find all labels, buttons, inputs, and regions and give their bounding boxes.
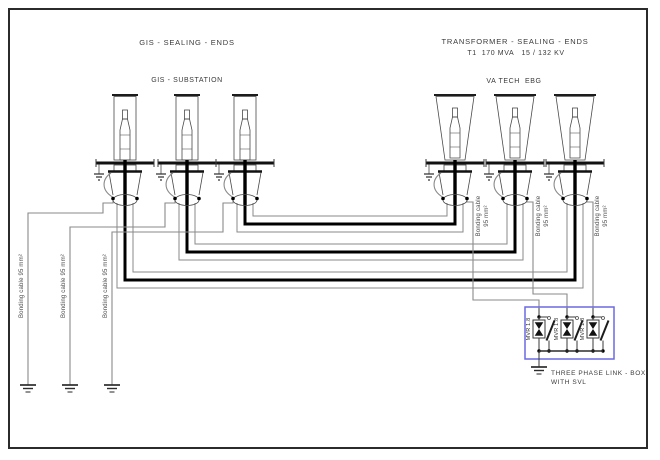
- bonding-cable-gis3: [111, 198, 234, 385]
- transformer-sealing-ends-title: TRANSFORMER - SEALING - ENDS: [442, 37, 589, 46]
- bonding-label-tr1-line2: 95 mm²: [484, 205, 490, 227]
- earth-symbol-gis3: [103, 384, 121, 393]
- bonding-cable-gis1: [27, 198, 114, 385]
- link-box: MVR 1.8 MVR 1.8 MVR 1.8 THREE PHASE LINK…: [524, 306, 646, 386]
- page-border: [8, 8, 648, 449]
- bonding-label-left-3: Bonding cable 95 mm²: [103, 254, 109, 318]
- bonding-label-tr3-line2: 95 mm²: [603, 205, 609, 227]
- earth-symbol-link-box: [530, 366, 548, 375]
- gis-sealing-end-3: [212, 93, 276, 208]
- earth-symbol-gis2: [61, 384, 79, 393]
- transformer-sealing-end-1: [422, 93, 486, 208]
- svl-unit-1: [532, 307, 556, 354]
- transformer-rating-label: T1 170 MVA 15 / 132 KV: [467, 50, 564, 57]
- link-box-outline: [524, 306, 615, 360]
- gis-substation-label: GIS - SUBSTATION: [151, 77, 223, 84]
- bonding-label-tr2-line2: 95 mm²: [544, 205, 550, 227]
- transformer-sealing-end-2: [482, 93, 546, 208]
- svl-unit-3: [586, 307, 610, 354]
- transformer-sealing-end-3: [542, 93, 606, 208]
- phase-cable-gis1-tr3: [116, 203, 584, 289]
- bonding-label-left-1: Bonding cable 95 mm²: [19, 254, 25, 318]
- gis-sealing-end-1: [92, 93, 156, 208]
- gis-sealing-ends-title: GIS - SEALING - ENDS: [139, 38, 235, 47]
- vatech-ebg-label: VA TECH EBG: [486, 78, 541, 85]
- bonding-label-tr1-line1: Bonding cable: [476, 195, 482, 236]
- gis-sealing-end-2: [154, 93, 218, 208]
- bonding-label-tr2: Bonding cable 95 mm²: [536, 195, 550, 236]
- svl-label-2: MVR 1.8: [554, 318, 560, 341]
- bonding-label-tr3-line1: Bonding cable: [595, 195, 601, 236]
- bonding-cable-tr3: [586, 198, 594, 308]
- bonding-label-tr2-line1: Bonding cable: [536, 195, 542, 236]
- link-box-caption-line2: WITH SVL: [551, 379, 587, 386]
- link-box-caption-line1: THREE PHASE LINK - BOX: [551, 370, 646, 377]
- svl-label-3: MVR 1.8: [580, 318, 586, 341]
- bonding-cable-gis2: [69, 198, 176, 385]
- bonding-label-tr3: Bonding cable 95 mm²: [595, 195, 609, 236]
- earth-symbol-gis1: [19, 384, 37, 393]
- svl-label-1: MVR 1.8: [526, 318, 532, 341]
- bonding-label-tr1: Bonding cable 95 mm²: [476, 195, 490, 236]
- bonding-label-left-2: Bonding cable 95 mm²: [61, 254, 67, 318]
- phase-cable-gis3-tr1: [236, 203, 464, 233]
